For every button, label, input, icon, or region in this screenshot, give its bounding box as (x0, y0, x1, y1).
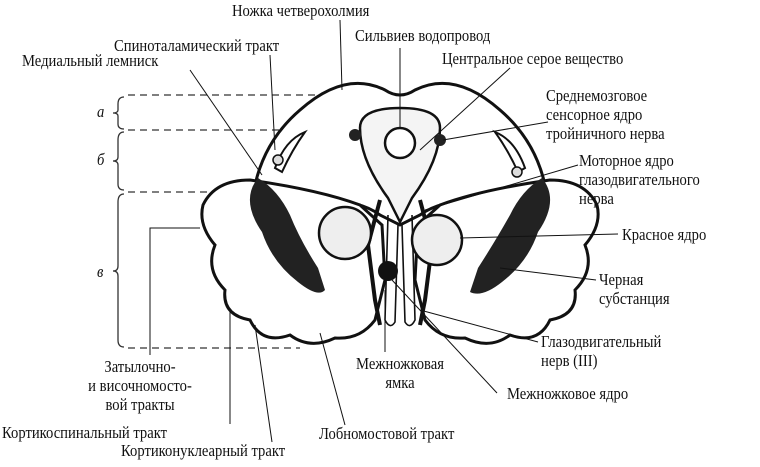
label-spinothalamic-tract: Спиноталамический тракт (114, 36, 280, 55)
label-corticonuclear-tract: Кортиконуклеарный тракт (121, 441, 286, 460)
label-corticospinal-tract: Кортикоспинальный тракт (2, 423, 168, 442)
label-interpeduncular-nucleus: Межножковое ядро (507, 384, 629, 403)
right-medial-lemniscus (492, 129, 527, 174)
zone-label-a: а (97, 102, 105, 121)
label-medial-lemniscus: Медиальный лемниск (22, 51, 159, 70)
label-occipitotemporopontine-tracts: Затылочно- и височномосто- вой тракты (88, 357, 192, 414)
sylvian-aqueduct (383, 126, 417, 160)
label-tectum: Ножка четверохолмия (232, 1, 370, 20)
zone-label-v: в (97, 262, 104, 281)
zone-label-b: б (97, 150, 105, 169)
right-red-nucleus (410, 213, 464, 267)
leader-lines (149, 19, 619, 443)
left-mesencephalic-nucleus (349, 129, 361, 141)
label-interpeduncular-fossa: Межножковая ямка (356, 354, 444, 392)
right-substantia-nigra (470, 178, 551, 294)
label-central-gray: Центральное серое вещество (442, 49, 624, 68)
label-substantia-nigra: Черная субстанция (599, 270, 670, 308)
label-mesencephalic-nucleus: Среднемозговое сенсорное ядро тройничног… (546, 86, 665, 143)
label-aqueduct: Сильвиев водопровод (355, 26, 491, 45)
label-frontopontine-tract: Лобномостовой тракт (319, 424, 455, 443)
label-red-nucleus: Красное ядро (622, 225, 707, 244)
left-substantia-nigra (249, 178, 325, 293)
interpeduncular-nucleus (378, 261, 398, 281)
left-red-nucleus (317, 205, 373, 261)
right-mesencephalic-nucleus (434, 134, 446, 146)
label-oculomotor-nucleus: Моторное ядро глазодвигательного нерва (579, 151, 700, 208)
zone-brackets (112, 96, 125, 348)
label-oculomotor-nerve: Глазодвигательный нерв (III) (541, 332, 662, 370)
